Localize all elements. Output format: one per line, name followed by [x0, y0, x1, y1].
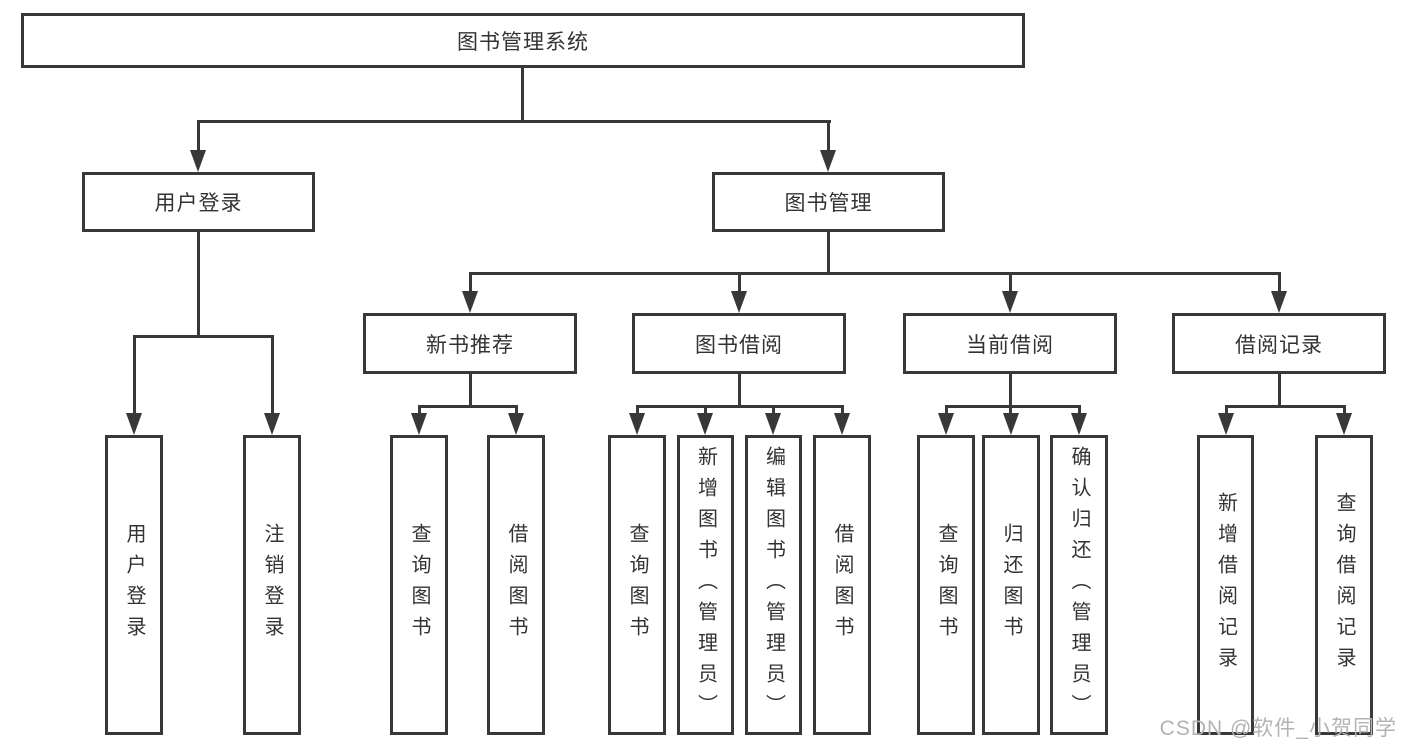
connector-line [636, 405, 844, 408]
node-label: 新书推荐 [426, 333, 514, 357]
leaf-label: 用户登录 [123, 523, 145, 647]
leaf-label: 归还图书 [1000, 523, 1022, 647]
node-label: 图书借阅 [695, 333, 783, 357]
leaf-user-login: 用户登录 [105, 435, 163, 735]
leaf-label: 注销登录 [261, 523, 283, 647]
leaf-borrow-books-recommend: 借阅图书 [487, 435, 545, 735]
arrowhead-down [697, 413, 713, 435]
node-library-management-system: 图书管理系统 [21, 13, 1025, 68]
arrowhead-down [1003, 413, 1019, 435]
connector-line [469, 272, 1281, 275]
leaf-label: 借阅图书 [505, 523, 527, 647]
arrowhead-down [126, 413, 142, 435]
connector-line [827, 120, 830, 152]
connector-line [197, 120, 200, 152]
node-label: 用户登录 [154, 192, 243, 215]
connector-line [738, 374, 741, 405]
connector-line [704, 405, 707, 415]
arrowhead-down [1071, 413, 1087, 435]
connector-line [1009, 405, 1012, 415]
node-new-book-recommend: 新书推荐 [363, 313, 577, 374]
leaf-label: 查询图书 [408, 523, 430, 647]
arrowhead-down [938, 413, 954, 435]
leaf-label: 查询图书 [935, 523, 957, 647]
arrowhead-down [1271, 291, 1287, 313]
node-borrow-records: 借阅记录 [1172, 313, 1386, 374]
arrowhead-down [731, 291, 747, 313]
node-label: 借阅记录 [1235, 333, 1323, 357]
connector-line [1343, 405, 1346, 415]
connector-line [1078, 405, 1081, 415]
leaf-confirm-return-admin: 确认归还（管理员） [1050, 435, 1108, 735]
connector-line [636, 405, 639, 415]
connector-line [1225, 405, 1346, 408]
connector-line [469, 272, 472, 293]
leaf-label: 确认归还（管理员） [1068, 445, 1090, 725]
connector-line [738, 272, 741, 293]
arrowhead-down [834, 413, 850, 435]
arrowhead-down [1336, 413, 1352, 435]
connector-line [133, 335, 136, 415]
node-book-borrow: 图书借阅 [632, 313, 846, 374]
connector-line [1278, 374, 1281, 405]
leaf-label: 新增图书（管理员） [694, 445, 717, 725]
arrowhead-down [765, 413, 781, 435]
node-label: 当前借阅 [966, 333, 1054, 357]
leaf-add-book-admin: 新增图书（管理员） [677, 435, 734, 735]
leaf-label: 查询借阅记录 [1333, 492, 1355, 678]
arrowhead-down [462, 291, 478, 313]
connector-line [1225, 405, 1228, 415]
leaf-label: 新增借阅记录 [1214, 492, 1237, 678]
connector-line [418, 405, 518, 408]
arrowhead-down [1002, 291, 1018, 313]
leaf-return-books: 归还图书 [982, 435, 1040, 735]
connector-line [772, 405, 775, 415]
leaf-query-books-borrow: 查询图书 [608, 435, 666, 735]
arrowhead-down [190, 150, 206, 172]
connector-line [271, 335, 274, 415]
connector-line [841, 405, 844, 415]
leaf-label: 借阅图书 [831, 523, 853, 647]
connector-line [827, 232, 830, 272]
arrowhead-down [629, 413, 645, 435]
arrowhead-down [411, 413, 427, 435]
connector-line [515, 405, 518, 415]
arrowhead-down [820, 150, 836, 172]
leaf-edit-book-admin: 编辑图书（管理员） [745, 435, 802, 735]
leaf-add-borrow-record: 新增借阅记录 [1197, 435, 1254, 735]
leaf-borrow-books-borrow: 借阅图书 [813, 435, 871, 735]
connector-line [945, 405, 1081, 408]
leaf-query-books-current: 查询图书 [917, 435, 975, 735]
node-label: 图书管理系统 [457, 30, 589, 54]
node-user-login: 用户登录 [82, 172, 315, 232]
connector-line [197, 232, 200, 335]
connector-line [521, 68, 524, 120]
connector-line [469, 374, 472, 405]
arrowhead-down [264, 413, 280, 435]
node-book-management: 图书管理 [712, 172, 945, 232]
leaf-logout: 注销登录 [243, 435, 301, 735]
node-label: 图书管理 [784, 192, 873, 215]
connector-line [197, 120, 831, 123]
leaf-query-borrow-record: 查询借阅记录 [1315, 435, 1373, 735]
connector-line [945, 405, 948, 415]
arrowhead-down [508, 413, 524, 435]
node-current-borrow: 当前借阅 [903, 313, 1117, 374]
connector-line [1278, 272, 1281, 293]
connector-line [133, 335, 274, 338]
leaf-query-books-recommend: 查询图书 [390, 435, 448, 735]
connector-line [1009, 374, 1012, 405]
leaf-label: 编辑图书（管理员） [762, 445, 785, 725]
csdn-watermark: CSDN @软件_小贺同学 [1159, 717, 1397, 740]
connector-line [1009, 272, 1012, 293]
arrowhead-down [1218, 413, 1234, 435]
connector-line [418, 405, 421, 415]
leaf-label: 查询图书 [626, 523, 648, 647]
